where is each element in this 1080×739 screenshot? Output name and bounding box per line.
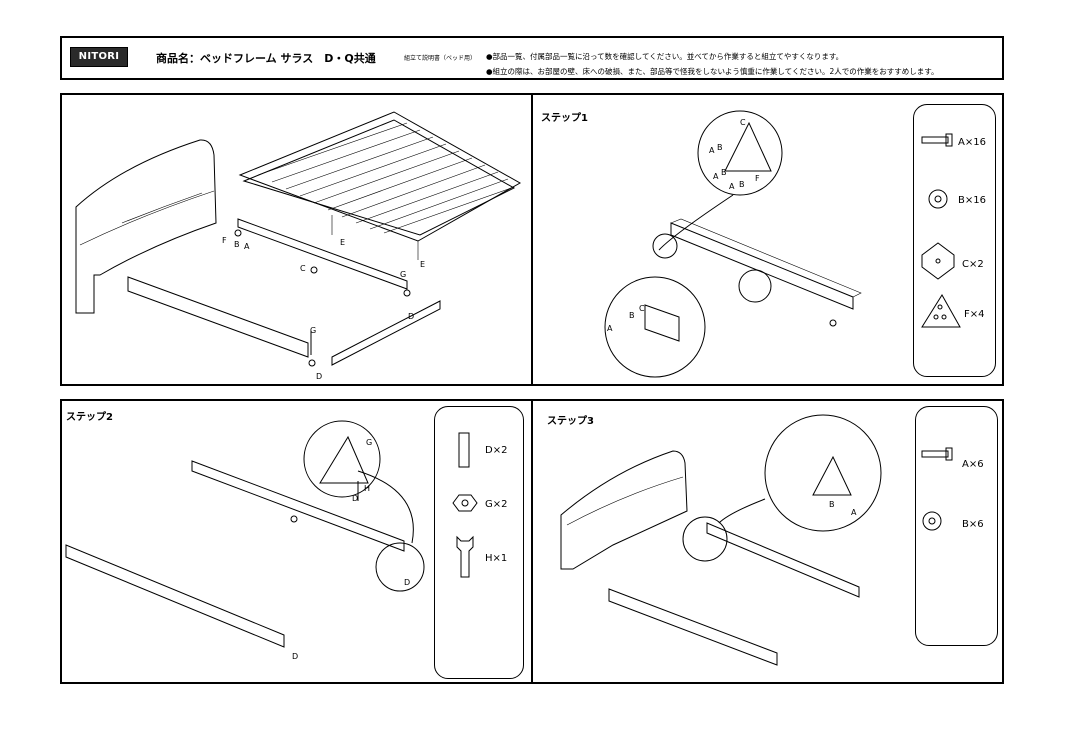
step1-label-c: C	[740, 118, 746, 127]
step2-illustration: G H D D D	[65, 420, 425, 661]
wrench-icon	[456, 535, 474, 578]
step1-label-a4: A	[607, 324, 613, 333]
step1-label-c2: C	[639, 304, 645, 313]
part-b-label: B×16	[958, 195, 986, 206]
part-h-label: H×1	[485, 553, 507, 564]
step2-label-d3: D	[292, 652, 298, 661]
part-c-label: C×2	[962, 259, 984, 270]
label-f: F	[222, 236, 227, 245]
overview-illustration: F B A C E E G D G D	[75, 111, 522, 381]
bolt-icon	[921, 447, 953, 461]
manual-label: 組立て説明書（ベッド用）	[404, 55, 477, 62]
bracket-icon	[921, 242, 955, 280]
step1-label-a1: A	[709, 146, 715, 155]
leg-icon	[458, 432, 470, 468]
step3-parts-box: A×6 B×6	[915, 406, 998, 646]
step1-label-b1: B	[717, 143, 723, 152]
step1-label-b3: B	[739, 180, 745, 189]
part-b3-label: B×6	[962, 519, 984, 530]
corner-plate-icon	[921, 294, 961, 328]
step1-title: ステップ1	[541, 113, 588, 124]
overview-panel: F B A C E E G D G D	[60, 93, 533, 386]
step1-parts-box: A×16 B×16 C×2 F×4	[913, 104, 996, 377]
brand-logo: NITORI	[70, 47, 128, 67]
label-g-2: G	[310, 326, 316, 335]
part-d-label: D×2	[485, 445, 507, 456]
step2-panel: ステップ2 G H D D D D×2 G×2 H×1	[60, 399, 533, 684]
label-a: A	[244, 242, 250, 251]
step1-panel: ステップ1 C A B A B A B F A B C A×16	[531, 93, 1004, 386]
product-name: 商品名：ベッドフレーム サラス D・Q共通	[156, 52, 376, 65]
step1-illustration: C A B A B A B F A B C	[604, 110, 862, 378]
note-1: ●部品一覧、付属部品一覧に沿って数を確認してください。並べてから作業すると組立て…	[486, 52, 844, 61]
step3-illustration: B A	[560, 414, 882, 666]
step2-title: ステップ2	[66, 412, 113, 423]
step1-label-b2: B	[721, 168, 727, 177]
step2-parts-box: D×2 G×2 H×1	[434, 406, 524, 679]
washer-icon	[928, 189, 948, 209]
label-e-1: E	[340, 238, 345, 247]
part-g-label: G×2	[485, 499, 508, 510]
part-a-label: A×16	[958, 137, 986, 148]
label-c: C	[300, 264, 306, 273]
header-box	[60, 36, 1004, 80]
step3-title: ステップ3	[547, 416, 594, 427]
note-2: ●組立の際は、お部屋の壁、床への破損、また、部品等で怪我をしないよう慎重に作業し…	[486, 67, 939, 76]
washer-icon	[922, 511, 942, 531]
nut-icon	[452, 494, 478, 512]
label-d-1: D	[408, 312, 414, 321]
step2-label-h: H	[364, 484, 370, 493]
part-f-label: F×4	[964, 309, 985, 320]
bolt-icon	[921, 133, 953, 147]
step3-panel: ステップ3 B A A×6 B×6	[531, 399, 1004, 684]
label-d-2: D	[316, 372, 322, 381]
step1-label-f: F	[755, 174, 760, 183]
step3-label-b: B	[829, 500, 835, 509]
step3-label-a: A	[851, 508, 857, 517]
label-e-2: E	[420, 260, 425, 269]
step1-label-a2: A	[713, 172, 719, 181]
step2-label-g: G	[366, 438, 372, 447]
label-g-1: G	[400, 270, 406, 279]
step1-label-a3: A	[729, 182, 735, 191]
step1-label-b4: B	[629, 311, 635, 320]
step2-label-d1: D	[352, 494, 358, 503]
step2-label-d2: D	[404, 578, 410, 587]
part-a3-label: A×6	[962, 459, 984, 470]
label-b: B	[234, 240, 240, 249]
